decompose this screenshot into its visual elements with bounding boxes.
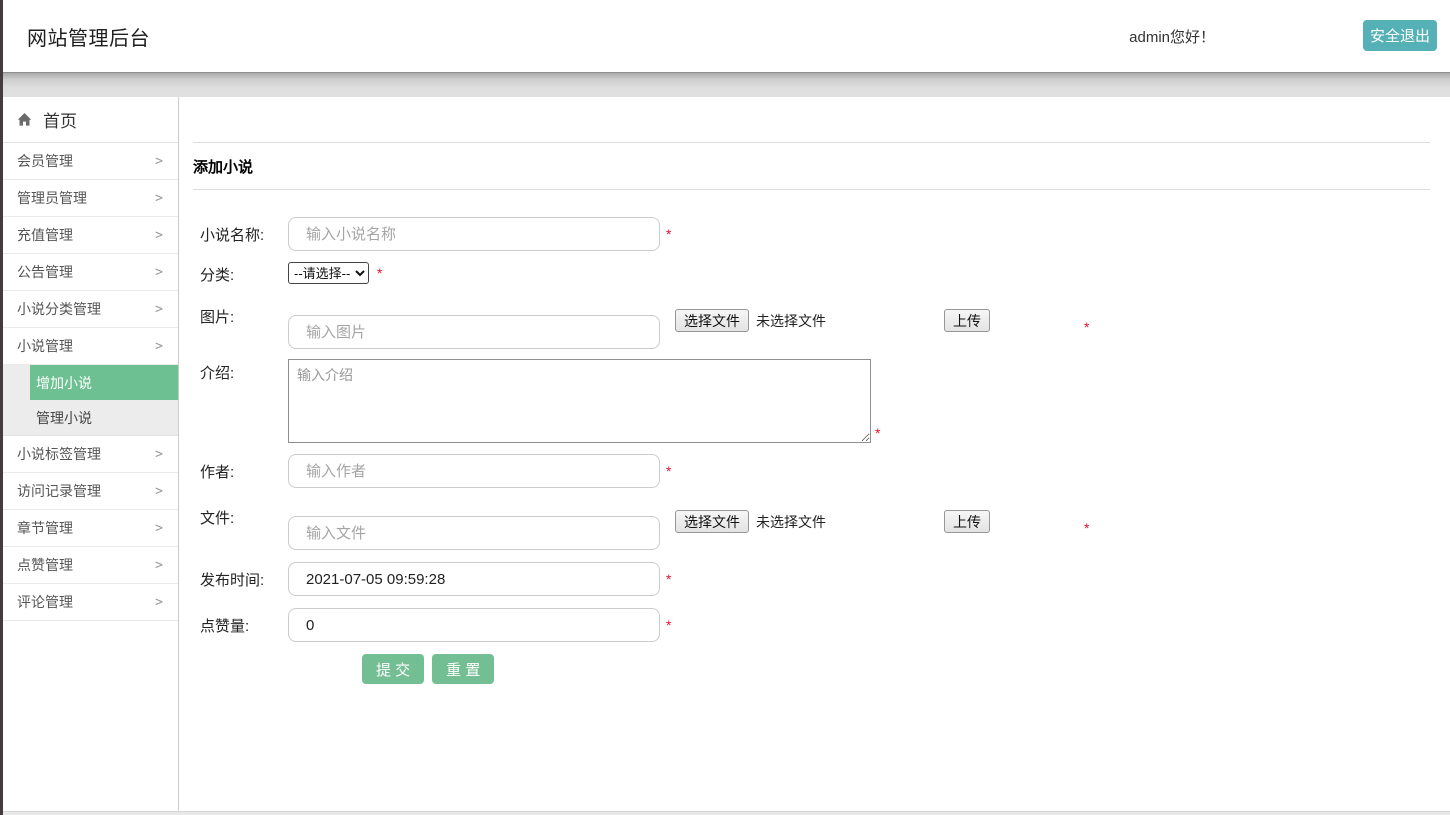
page-bottom-strip <box>0 811 1450 815</box>
novel-name-label: 小说名称: <box>200 226 265 244</box>
file-upload-button[interactable]: 上传 <box>944 510 990 533</box>
user-greeting: admin您好！ <box>1129 28 1215 46</box>
sidebar-item-recharge-mgmt[interactable]: 充值管理 > <box>0 217 178 254</box>
sidebar-item-label: 访问记录管理 <box>17 483 101 499</box>
required-asterisk: * <box>377 265 383 281</box>
sidebar-item-label: 点赞管理 <box>17 557 73 573</box>
chevron-right-icon: > <box>155 190 163 206</box>
sidebar-subitem-label: 管理小说 <box>36 409 92 426</box>
sidebar-item-label: 会员管理 <box>17 153 73 169</box>
publish-time-input[interactable] <box>288 562 660 596</box>
sidebar-item-home[interactable]: 首页 <box>0 97 178 143</box>
chevron-right-icon: > <box>155 153 163 169</box>
sidebar-item-novel-category-mgmt[interactable]: 小说分类管理 > <box>0 291 178 328</box>
home-icon <box>17 112 32 127</box>
chevron-right-icon: > <box>155 338 163 354</box>
required-asterisk: * <box>666 463 672 479</box>
sidebar-item-chapter-mgmt[interactable]: 章节管理 > <box>0 510 178 547</box>
publish-time-label: 发布时间: <box>200 571 265 589</box>
header-divider-band <box>0 72 1450 97</box>
likes-input[interactable] <box>288 608 660 642</box>
chevron-right-icon: > <box>155 520 163 536</box>
author-input[interactable] <box>288 454 660 488</box>
header: 网站管理后台 admin您好！ 安全退出 <box>0 0 1450 72</box>
author-label: 作者: <box>200 463 235 481</box>
sidebar-item-novel-tag-mgmt[interactable]: 小说标签管理 > <box>0 436 178 473</box>
image-upload-button[interactable]: 上传 <box>944 309 990 332</box>
file-input[interactable] <box>288 516 660 550</box>
chevron-right-icon: > <box>155 264 163 280</box>
intro-label: 介绍: <box>200 365 235 382</box>
reset-button[interactable]: 重 置 <box>432 654 495 684</box>
sidebar-subitem-label: 增加小说 <box>36 374 92 391</box>
sidebar-item-label: 章节管理 <box>17 520 73 536</box>
divider <box>193 142 1430 143</box>
sidebar-item-label: 管理员管理 <box>17 190 87 206</box>
required-asterisk: * <box>1084 520 1090 536</box>
sidebar-item-like-mgmt[interactable]: 点赞管理 > <box>0 547 178 584</box>
logout-button[interactable]: 安全退出 <box>1363 20 1437 51</box>
file-no-file-text: 未选择文件 <box>756 513 826 530</box>
sidebar-subitem-manage-novel[interactable]: 管理小说 <box>30 400 178 435</box>
chevron-right-icon: > <box>155 557 163 573</box>
sidebar-item-member-mgmt[interactable]: 会员管理 > <box>0 143 178 180</box>
sidebar-item-visit-record-mgmt[interactable]: 访问记录管理 > <box>0 473 178 510</box>
sidebar-item-label: 小说标签管理 <box>17 446 101 462</box>
chevron-right-icon: > <box>155 301 163 317</box>
sidebar-subitem-add-novel[interactable]: 增加小说 <box>30 365 178 400</box>
submit-button[interactable]: 提 交 <box>362 654 425 684</box>
sidebar-item-label: 评论管理 <box>17 594 73 610</box>
sidebar-home-label: 首页 <box>43 112 77 131</box>
file-choose-file-button[interactable]: 选择文件 <box>675 510 749 533</box>
required-asterisk: * <box>666 226 672 242</box>
app-title: 网站管理后台 <box>27 27 150 50</box>
sidebar-item-label: 小说分类管理 <box>17 301 101 317</box>
category-label: 分类: <box>200 267 235 284</box>
file-label: 文件: <box>200 510 235 527</box>
chevron-right-icon: > <box>155 446 163 462</box>
required-asterisk: * <box>666 617 672 633</box>
likes-label: 点赞量: <box>200 617 250 635</box>
category-select[interactable]: --请选择-- <box>288 262 369 284</box>
sidebar-item-announcement-mgmt[interactable]: 公告管理 > <box>0 254 178 291</box>
image-no-file-text: 未选择文件 <box>756 312 826 329</box>
sidebar-item-label: 小说管理 <box>17 338 73 354</box>
chevron-right-icon: > <box>155 227 163 243</box>
sidebar-item-comment-mgmt[interactable]: 评论管理 > <box>0 584 178 621</box>
sidebar: 首页 会员管理 > 管理员管理 > 充值管理 > 公告管理 > 小说分类管理 >… <box>0 97 179 811</box>
sidebar-item-label: 公告管理 <box>17 264 73 280</box>
chevron-right-icon: > <box>155 594 163 610</box>
intro-textarea[interactable] <box>288 359 871 443</box>
sidebar-item-novel-mgmt[interactable]: 小说管理 > <box>0 328 178 365</box>
chevron-right-icon: > <box>155 483 163 499</box>
page-title: 添加小说 <box>193 159 254 176</box>
novel-mgmt-submenu: 增加小说 管理小说 <box>0 365 178 436</box>
image-choose-file-button[interactable]: 选择文件 <box>675 309 749 332</box>
novel-name-input[interactable] <box>288 217 660 251</box>
required-asterisk: * <box>1084 319 1090 335</box>
add-novel-form: 小说名称: * 分类: --请选择-- * 图片: 选择文件 未选择文件 上传 <box>200 217 1430 684</box>
main-panel: 添加小说 小说名称: * 分类: --请选择-- * 图片: <box>179 97 1450 811</box>
left-edge-strip <box>0 0 3 815</box>
required-asterisk: * <box>666 571 672 587</box>
image-input[interactable] <box>288 315 660 349</box>
sidebar-item-admin-mgmt[interactable]: 管理员管理 > <box>0 180 178 217</box>
sidebar-item-label: 充值管理 <box>17 227 73 243</box>
divider <box>193 189 1430 190</box>
image-label: 图片: <box>200 309 235 326</box>
required-asterisk: * <box>875 425 881 441</box>
